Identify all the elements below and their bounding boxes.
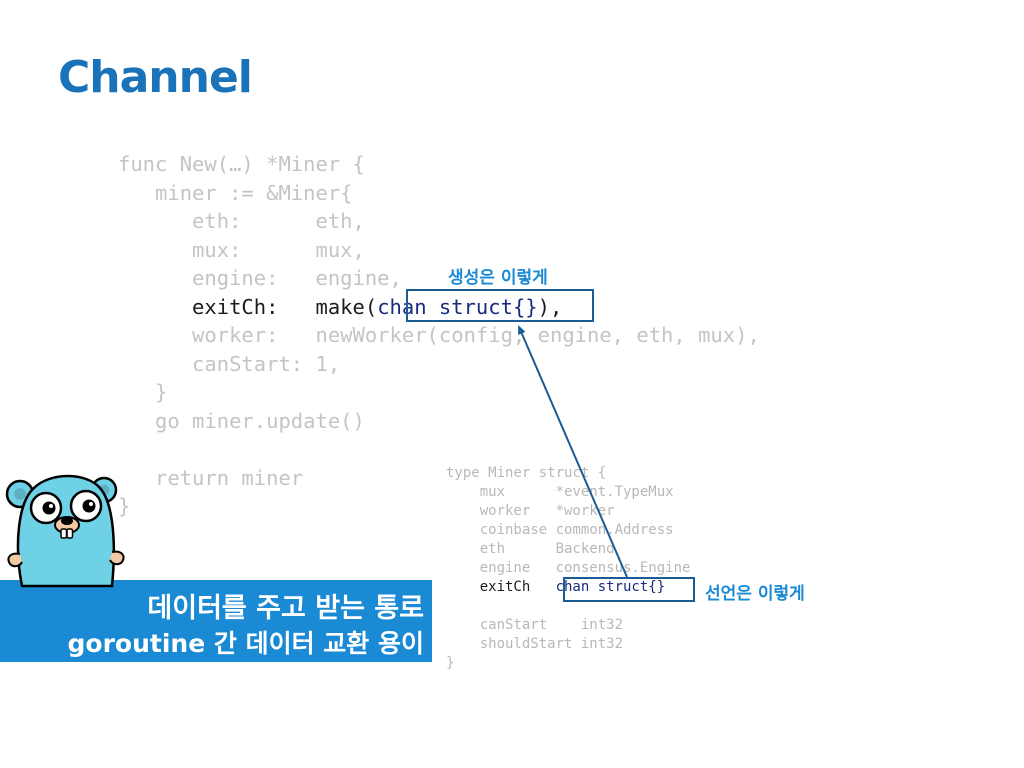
code-line: func New(…) *Miner { [118, 152, 365, 176]
code-line: mux *event.TypeMux [446, 484, 674, 500]
slide-title: Channel [58, 52, 253, 103]
highlight-box-declare-chan [563, 577, 695, 602]
code-line: engine consensus.Engine [446, 560, 691, 576]
code-line: } [446, 655, 455, 671]
code-line: worker *worker [446, 503, 615, 519]
banner-line-1: 데이터를 주고 받는 통로 [147, 593, 424, 624]
code-line: eth Backend [446, 541, 615, 557]
code-line: eth: eth, [118, 209, 365, 233]
code-line: mux: mux, [118, 237, 365, 262]
annotation-create: 생성은 이렇게 [448, 268, 548, 288]
code-line [118, 435, 760, 464]
code-line-prefix: exitCh [446, 579, 556, 595]
code-line: type Miner struct { [446, 465, 607, 481]
code-line: return miner [118, 465, 304, 490]
code-line: miner := &Miner{ [118, 180, 353, 205]
annotation-declare: 선언은 이렇게 [705, 584, 805, 604]
code-line-prefix: exitCh: make( [118, 294, 378, 319]
code-line: go miner.update() [118, 408, 365, 433]
code-line: coinbase common.Address [446, 522, 674, 538]
code-block-miner-struct: type Miner struct { mux *event.TypeMux w… [446, 464, 690, 673]
code-line: canStart: 1, [118, 351, 341, 376]
code-line: } [118, 494, 131, 518]
code-line-suffix: ), [537, 294, 563, 319]
chan-struct-expression: chan struct{} [377, 294, 538, 319]
code-line-exitch-highlighted: exitCh: make(chan struct{}), [118, 293, 760, 322]
code-line: } [118, 380, 168, 404]
go-gopher-mascot-icon [5, 474, 125, 588]
summary-banner: 데이터를 주고 받는 통로 goroutine 간 데이터 교환 용이 [0, 580, 432, 662]
code-line: canStart int32 [446, 617, 624, 633]
banner-line-2: goroutine 간 데이터 교환 용이 [67, 629, 424, 658]
code-line: worker: newWorker(config, engine, eth, m… [118, 323, 760, 347]
code-line: shouldStart int32 [446, 636, 624, 652]
highlight-box-make-chan [406, 289, 594, 322]
code-line: engine: engine, [118, 266, 402, 290]
